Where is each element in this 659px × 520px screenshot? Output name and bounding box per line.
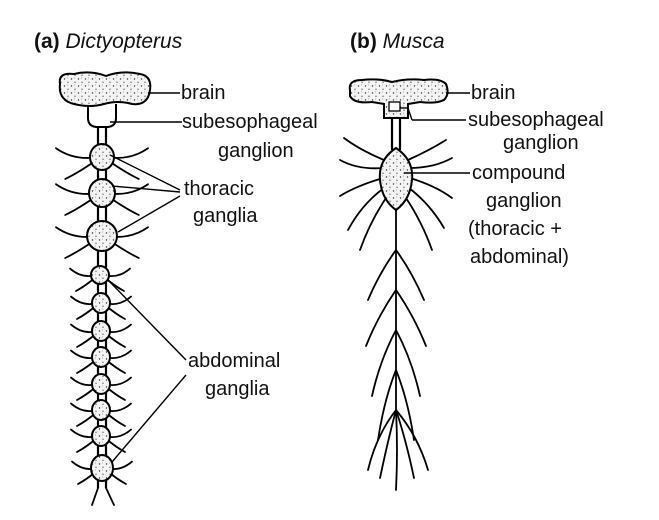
label-subesophageal-b-line2: ganglion	[503, 132, 579, 154]
label-abdominal-line1: abdominal	[188, 350, 281, 372]
label-subesophageal-b-line1: subesophageal	[468, 109, 604, 131]
ganglion-a	[86, 220, 118, 252]
nerve-branch-compound	[409, 177, 453, 199]
label-subesophageal-a-line2: ganglion	[218, 140, 294, 162]
nerve-branch-compound	[359, 197, 387, 251]
ganglia-a	[86, 143, 118, 482]
pointer-lines-a	[107, 92, 187, 463]
ganglion-a	[91, 425, 111, 447]
nerve-branch-trunk	[377, 369, 397, 441]
brain-a	[58, 71, 152, 107]
nerve-branch-terminal	[379, 409, 397, 479]
ganglion-a	[89, 143, 115, 171]
nerve-tree-b	[339, 137, 453, 491]
nerve-branch-trunk	[395, 329, 421, 397]
label-subesophageal-a-line1: subesophageal	[182, 111, 318, 133]
label-brain-a: brain	[181, 82, 226, 104]
thoracic-pointer-1	[109, 154, 181, 191]
label-compound-line2: ganglion	[486, 190, 562, 212]
label-compound-line3: (thoracic +	[468, 218, 562, 240]
nerve-branch-compound	[408, 157, 453, 169]
nerve-branch-compound	[339, 159, 385, 170]
nerve-branch-trunk	[371, 329, 397, 397]
label-brain-b: brain	[471, 82, 516, 104]
panel-b-tag: (b)	[350, 30, 377, 53]
nerve-branch-compound	[407, 139, 447, 161]
nerve-branch-trunk	[395, 249, 425, 301]
label-compound-line4: abdominal)	[470, 246, 569, 268]
compound-ganglion	[378, 146, 414, 212]
abdominal-pointer-2	[111, 374, 187, 463]
nerve-branch-compound	[343, 137, 385, 161]
panel-a-tag: (a)	[34, 30, 60, 53]
subesophageal-ganglion-a	[87, 104, 117, 128]
ganglion-a	[90, 265, 110, 285]
thoracic-pointer-3	[117, 195, 181, 233]
label-thoracic-line1: thoracic	[184, 178, 255, 200]
nerve-branch-compound	[405, 197, 433, 251]
ganglion-a	[91, 346, 111, 368]
nerve-branch-terminal	[395, 409, 398, 491]
panel-b-title: (b) Musca	[350, 30, 445, 54]
panel-a-drawing	[55, 71, 187, 506]
panel-b-species: Musca	[382, 30, 445, 53]
nerve-branch-trunk	[395, 369, 415, 441]
ganglion-a	[88, 178, 116, 208]
subesophageal-ganglion-b	[388, 101, 401, 112]
nerve-branch-trunk	[367, 249, 397, 301]
label-abdominal-line2: ganglia	[205, 378, 270, 400]
nerve-branch-tail	[91, 487, 99, 506]
nerve-branch-trunk	[365, 289, 397, 347]
nerve-branch-compound	[408, 187, 445, 229]
thoracic-pointer-2	[111, 185, 181, 193]
nerve-branch-tail	[105, 487, 115, 506]
label-thoracic-line2: ganglia	[193, 205, 258, 227]
nerve-branch-compound	[339, 177, 384, 197]
ganglion-a	[91, 320, 111, 342]
label-compound-line1: compound	[472, 162, 566, 184]
ganglion-a	[91, 399, 111, 421]
subesophageal-pointer-b-1	[407, 107, 413, 121]
ganglion-a	[91, 373, 111, 395]
nerve-branch-trunk	[395, 289, 427, 347]
nerve-branch-terminal	[367, 409, 397, 471]
panel-a-title: (a) Dictyopterus	[34, 30, 182, 54]
ganglion-a	[90, 454, 114, 482]
panel-b-drawing	[339, 78, 470, 491]
abdominal-pointer-1	[107, 279, 187, 361]
nerve-branch-terminal	[395, 409, 429, 471]
panel-a-species: Dictyopterus	[65, 30, 183, 53]
brain-b	[348, 78, 449, 119]
pointer-lines-b	[400, 92, 470, 174]
nerve-branch-compound	[347, 187, 385, 231]
nerve-branch-terminal	[395, 409, 415, 479]
ganglion-a	[91, 292, 111, 314]
